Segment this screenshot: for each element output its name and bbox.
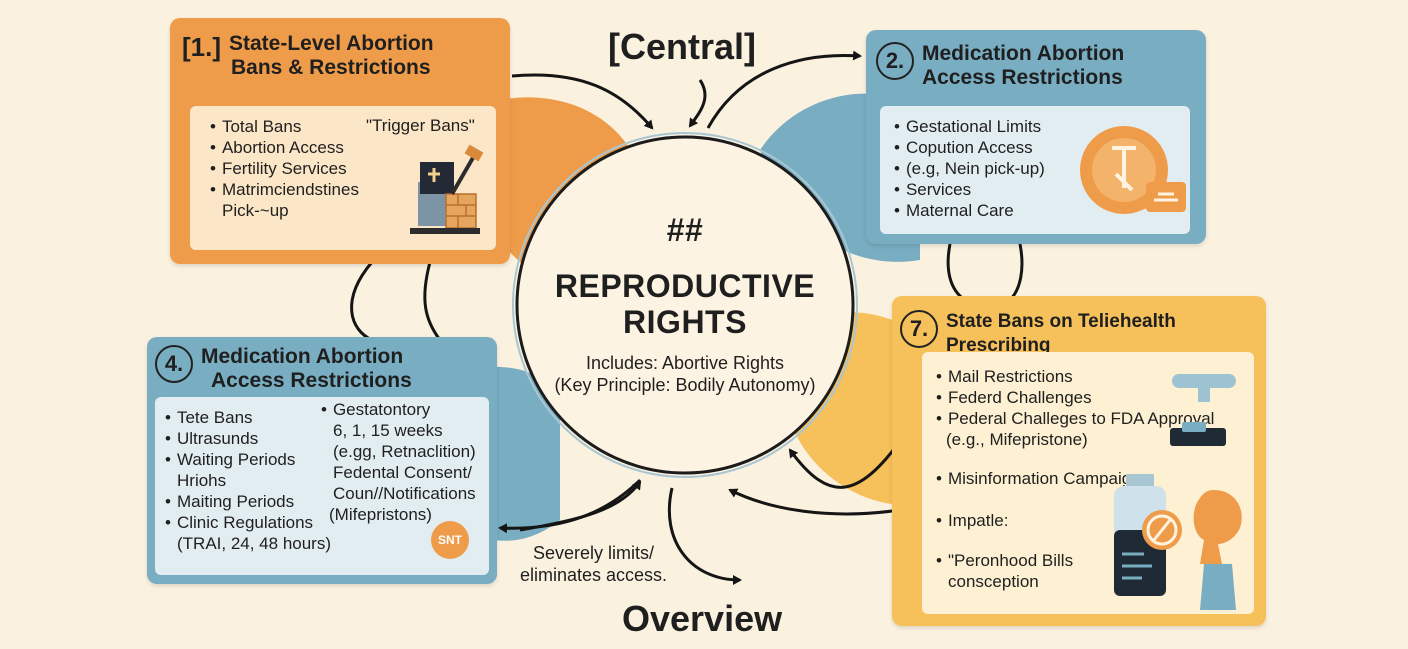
list-item: Clinic Regulations [165,512,331,533]
list-item: Copution Access [894,137,1045,158]
snt-badge: SNT [431,521,469,559]
card2-list: Gestational Limits Copution Access (e.g,… [894,116,1045,221]
severely-line2: eliminates access. [520,565,668,585]
list-item: Waiting Periods [165,449,331,470]
list-item-continuation: Pick-~up [222,201,289,220]
central-circle [515,135,855,475]
card-medication-abortion-bottom: 4. Medication Abortion Access Restrictio… [147,337,497,584]
list-item: "Peronhood Bills [936,550,1073,571]
card1-list: Total Bans Abortion Access Fertility Ser… [210,116,359,221]
list-item: Tete Bans [165,407,331,428]
list-item: (e.g, Nein pick-up) [894,158,1045,179]
card2-number: 2. [876,42,914,80]
card1-body: Total Bans Abortion Access Fertility Ser… [190,106,496,250]
card-state-level-bans: [1.] State-Level Abortion Bans & Restric… [170,18,510,264]
list-item: Maiting Periods [165,491,331,512]
list-item-continuation: (e.gg, Retnaclition) [333,442,476,461]
card2-title-line2: Access Restrictions [922,66,1123,89]
card1-title-line2: Bans & Restrictions [231,56,431,79]
list-item: Impatle: [936,510,1008,531]
list-item: Services [894,179,1045,200]
list-item: Pederal Challeges to FDA Approval [936,408,1215,429]
telehealth-device-icon [1170,374,1236,446]
trigger-bans-label: "Trigger Bans" [366,116,475,135]
center-sub-line2: (Key Principle: Bodily Autonomy) [554,375,816,395]
center-title-line1: REPRODUCTIVE [554,268,816,304]
list-item: Maternal Care [894,200,1045,221]
list-item: Ultrasunds [165,428,331,449]
card7-list-2: Misinformation Campaigns [936,468,1149,489]
center-hash: ## [666,212,704,248]
snt-badge-label: SNT [438,533,462,547]
list-item: Total Bans [210,116,359,137]
card4-right-list: Gestatontory 6, 1, 15 weeks (e.gg, Retna… [321,399,476,525]
card4-left-list: Tete Bans Ultrasunds Waiting Periods Hri… [165,407,331,554]
card7-title-line1: State Bans on Teliehealth [946,311,1176,332]
central-label: [Central] [608,26,757,67]
list-item-continuation: (Mifepristons) [329,505,432,524]
card4-title-line1: Medication Abortion [201,345,404,368]
center-sub-line1: Includes: Abortive Rights [585,353,785,373]
card7-number: 7. [900,310,938,348]
gavel-wall-icon [410,144,484,234]
list-item-continuation: Fedental Consent/ [333,463,472,482]
card1-number: [1.] [182,32,221,62]
card7-body: Mail Restrictions Federd Challenges Pede… [922,352,1254,614]
list-item-continuation: 6, 1, 15 weeks [333,421,443,440]
overview-label: Overview [622,598,783,639]
severely-line1: Severely limits/ [533,543,655,563]
card7-list-4: "Peronhood Bills consception [936,550,1073,592]
card4-body: Tete Bans Ultrasunds Waiting Periods Hri… [155,397,489,575]
card2-body: Gestational Limits Copution Access (e.g,… [880,106,1190,234]
card1-title-line1: State-Level Abortion [229,32,434,55]
list-item: Misinformation Campaigns [936,468,1149,489]
center-title-line2: RIGHTS [623,304,747,340]
card4-number: 4. [155,345,193,383]
list-item: Matrimciendstines [210,179,359,200]
medication-seal-icon [1080,126,1186,214]
list-item-continuation: (e.g., Mifepristone) [946,430,1088,449]
list-item-continuation: Hriohs [177,471,227,490]
list-item: Mail Restrictions [936,366,1214,387]
card-medication-abortion-top: 2. Medication Abortion Access Restrictio… [866,30,1206,244]
card-telehealth-bans: 7. State Bans on Teliehealth Prescribing… [892,296,1266,626]
card2-title-line1: Medication Abortion [922,42,1125,65]
list-item: Gestational Limits [894,116,1045,137]
center-content: ## REPRODUCTIVE RIGHTS Includes: Abortiv… [535,212,835,396]
list-item-continuation: consception [948,572,1039,591]
card7-list: Mail Restrictions Federd Challenges Pede… [936,366,1214,450]
severely-limits-label: Severely limits/ eliminates access. [520,542,667,586]
card7-title-line2: Prescribing [946,335,1051,356]
list-item: Federd Challenges [936,387,1214,408]
list-item: Abortion Access [210,137,359,158]
list-item-continuation: (TRAI, 24, 48 hours) [177,534,332,553]
list-item: Gestatontory [321,399,476,420]
list-item-continuation: Coun//Notifications [333,484,476,503]
card7-list-3: Impatle: [936,510,1008,531]
list-item: Fertility Services [210,158,359,179]
card4-title-line2: Access Restrictions [211,369,412,392]
pill-bottle-person-icon [1114,474,1242,610]
